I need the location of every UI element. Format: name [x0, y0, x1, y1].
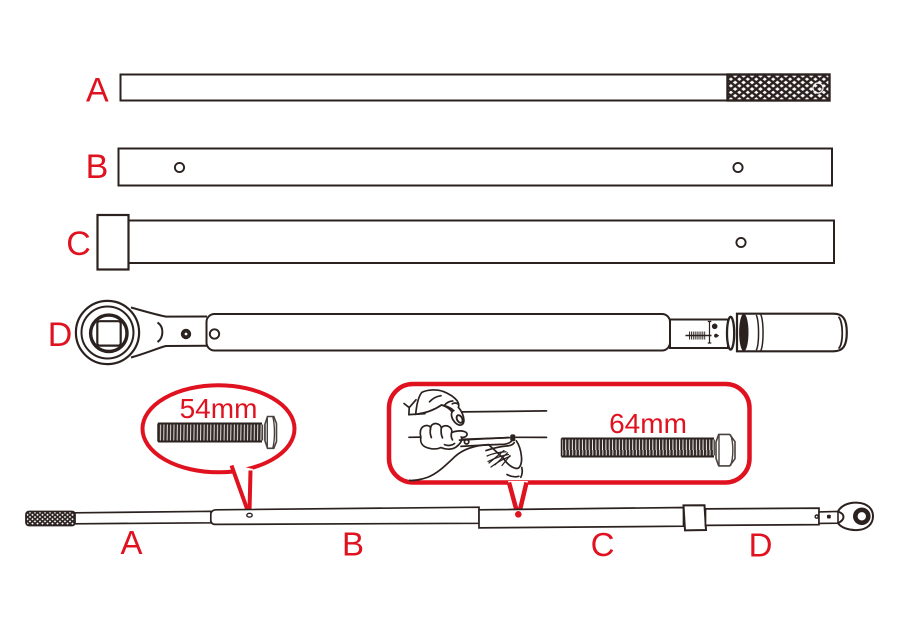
svg-text:C: C [66, 225, 91, 263]
svg-text:D: D [48, 316, 73, 354]
svg-text:D: D [749, 527, 773, 564]
svg-text:C: C [591, 526, 615, 563]
svg-text:A: A [120, 524, 142, 561]
svg-text:54mm: 54mm [180, 393, 258, 424]
svg-text:B: B [342, 526, 364, 563]
svg-text:A: A [86, 72, 109, 110]
svg-text:64mm: 64mm [609, 408, 687, 439]
svg-text:B: B [86, 148, 109, 186]
